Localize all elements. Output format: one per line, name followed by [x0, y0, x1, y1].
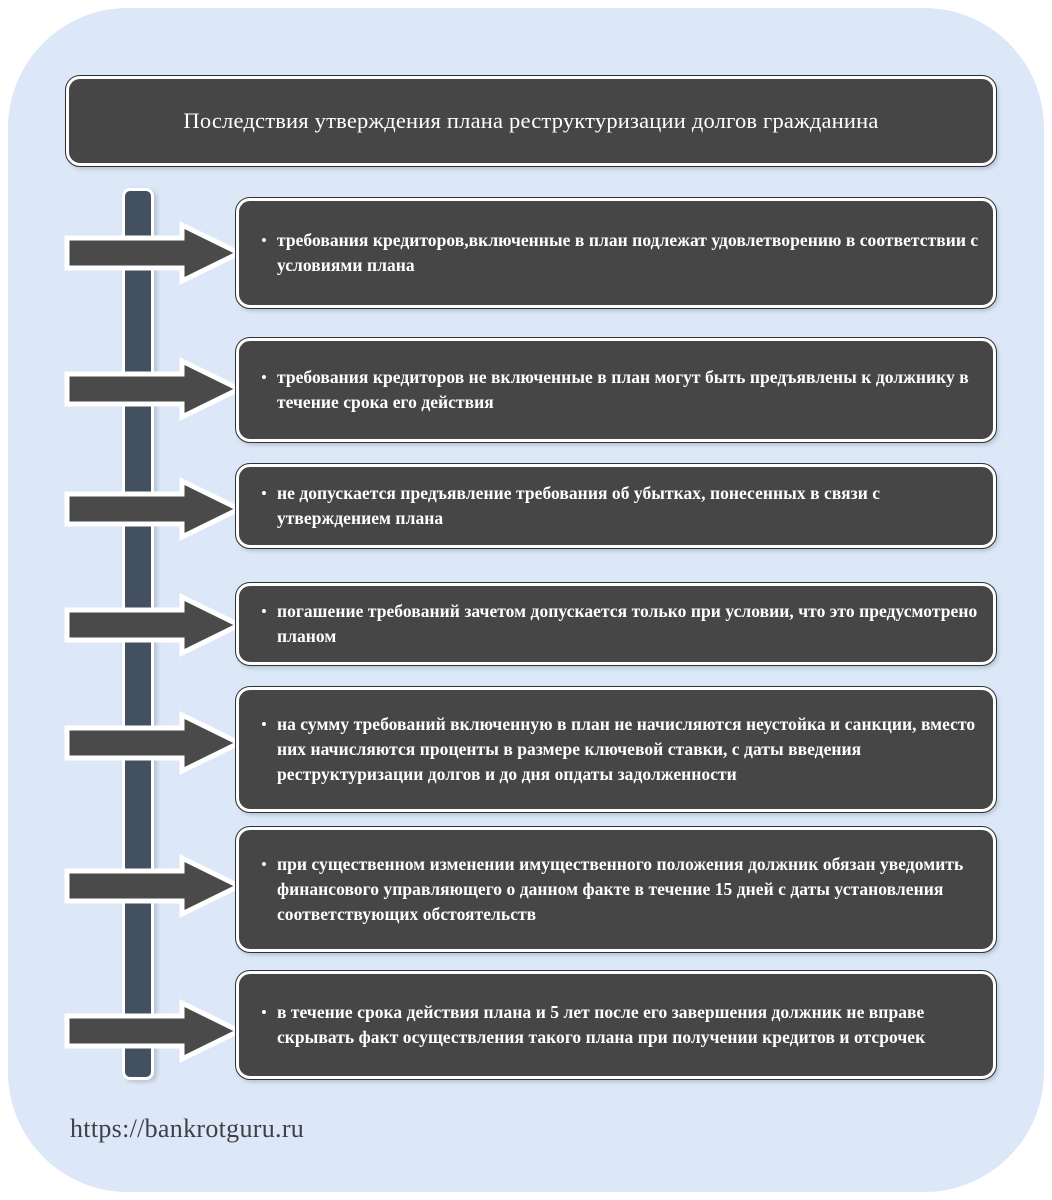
page-title: Последствия утверждения плана реструктур…	[183, 108, 879, 134]
arrow-right-icon-2	[64, 356, 245, 422]
content-box-4: • погашение требований зачетом допускает…	[235, 582, 997, 666]
bullet-icon-6: •	[261, 855, 267, 874]
arrow-right-icon-5	[64, 710, 245, 776]
content-box-3: • не допускается предъявление требования…	[235, 463, 997, 549]
arrow-right-icon-7	[64, 998, 245, 1064]
content-text-4: погашение требований зачетом допускается…	[276, 601, 978, 646]
content-text-2: требования кредиторов не включенные в пл…	[276, 367, 969, 412]
content-text-5: на сумму требований включенную в план не…	[276, 714, 976, 784]
title-banner: Последствия утверждения плана реструктур…	[65, 75, 997, 167]
content-text-7: в течение срока действия плана и 5 лет п…	[276, 1002, 926, 1047]
arrow-right-icon-6	[64, 853, 245, 919]
content-text-3: не допускается предъявление требования о…	[276, 483, 881, 528]
content-text-6: при существенном изменении имущественног…	[276, 854, 964, 924]
bullet-icon-7: •	[261, 1003, 267, 1022]
content-text-1: требования кредиторов,включенные в план …	[276, 230, 979, 275]
footer-url[interactable]: https://bankrotguru.ru	[70, 1114, 305, 1143]
content-box-7: • в течение срока действия плана и 5 лет…	[235, 970, 997, 1080]
bullet-icon-3: •	[261, 484, 267, 503]
arrow-right-icon-4	[64, 592, 245, 658]
content-box-5: • на сумму требований включенную в план …	[235, 686, 997, 813]
bullet-icon-2: •	[261, 368, 267, 387]
bullet-icon-1: •	[261, 231, 267, 250]
content-box-2: • требования кредиторов не включенные в …	[235, 337, 997, 443]
content-box-6: • при существенном изменении имущественн…	[235, 826, 997, 953]
content-box-1: • требования кредиторов,включенные в пла…	[235, 197, 997, 309]
bullet-icon-5: •	[261, 715, 267, 734]
arrow-right-icon-3	[64, 476, 245, 542]
bullet-icon-4: •	[261, 602, 267, 621]
arrow-right-icon-1	[64, 220, 245, 286]
